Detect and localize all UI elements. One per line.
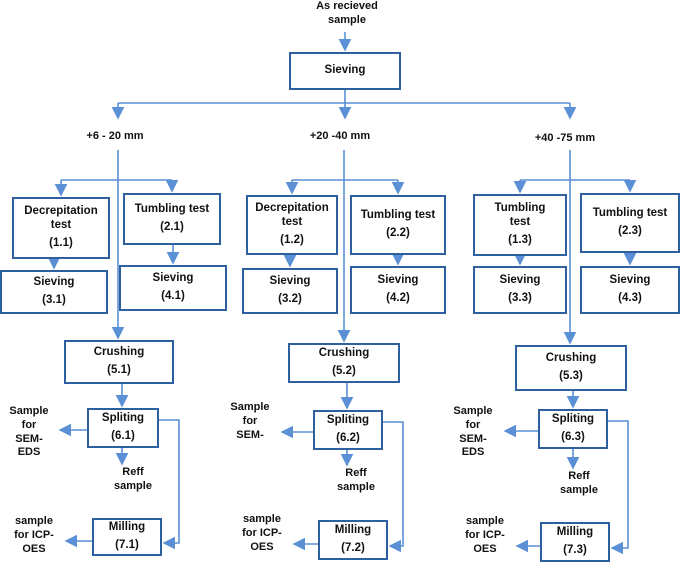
spliting-box-2-title: Spliting xyxy=(326,414,370,427)
sieving-a-box-3-code: (3.3) xyxy=(508,292,532,304)
tumbling-box-3-code: (2.3) xyxy=(618,225,642,237)
sieving-a-box-1: Sieving (3.1) xyxy=(0,270,108,314)
sieving-main-box: Sieving xyxy=(289,52,401,90)
decrepitation-box-1-code: (1.1) xyxy=(49,236,73,249)
reff-sample-label-2: Reff sample xyxy=(337,467,375,493)
decrepitation-box-3: Tumbling test (1.3) xyxy=(473,194,567,256)
sieving-b-box-3-title: Sieving xyxy=(609,274,651,287)
decrepitation-box-1: Decrepitation test (1.1) xyxy=(12,197,110,259)
decrepitation-box-2-code: (1.2) xyxy=(280,233,304,246)
milling-box-3-title: Milling xyxy=(556,526,594,539)
sieving-a-box-2-title: Sieving xyxy=(269,275,311,288)
sieving-main-title: Sieving xyxy=(324,64,366,77)
decrepitation-box-3-code: (1.3) xyxy=(508,233,532,246)
reff-sample-label-1: Reff sample xyxy=(114,466,152,492)
decrepitation-box-3-title: Tumbling test xyxy=(494,202,546,229)
sem-sample-label-3: Sample for SEM- EDS xyxy=(453,405,493,459)
crushing-box-1: Crushing (5.1) xyxy=(64,340,174,384)
tumbling-box-1-code: (2.1) xyxy=(160,221,184,233)
icp-sample-label-2: sample for ICP- OES xyxy=(242,513,282,553)
fraction-range-label-2: +20 -40 mm xyxy=(309,130,371,142)
tumbling-box-3-title: Tumbling test xyxy=(592,207,668,220)
milling-box-2-title: Milling xyxy=(334,524,372,537)
start-label: As recieved sample xyxy=(316,0,378,26)
milling-box-3-code: (7.3) xyxy=(563,544,587,556)
sem-sample-label-1: Sample for SEM- EDS xyxy=(9,405,49,459)
connector-26 xyxy=(383,421,404,553)
sieving-a-box-3-title: Sieving xyxy=(499,274,541,287)
connector-37 xyxy=(608,420,629,555)
tumbling-box-2-title: Tumbling test xyxy=(360,209,436,222)
tumbling-box-1-title: Tumbling test xyxy=(134,203,210,216)
sieving-b-box-2-code: (4.2) xyxy=(386,292,410,304)
spliting-box-2: Spliting (6.2) xyxy=(313,410,383,450)
decrepitation-box-2-title: Decrepitation test xyxy=(255,202,329,229)
crushing-box-3-title: Crushing xyxy=(545,352,597,365)
sieving-b-box-1-code: (4.1) xyxy=(161,290,185,302)
spliting-box-2-code: (6.2) xyxy=(336,432,360,444)
crushing-box-1-title: Crushing xyxy=(93,346,145,359)
crushing-box-3-code: (5.3) xyxy=(559,370,583,382)
icp-sample-label-1: sample for ICP- OES xyxy=(14,515,54,555)
tumbling-box-3: Tumbling test (2.3) xyxy=(580,193,680,253)
sieving-a-box-1-code: (3.1) xyxy=(42,294,66,306)
sieving-b-box-3: Sieving (4.3) xyxy=(580,266,680,314)
spliting-box-3-code: (6.3) xyxy=(561,431,585,443)
spliting-box-3: Spliting (6.3) xyxy=(538,409,608,449)
tumbling-box-2: Tumbling test (2.2) xyxy=(350,195,446,255)
spliting-box-3-title: Spliting xyxy=(551,413,595,426)
milling-box-2-code: (7.2) xyxy=(341,542,365,554)
sieving-a-box-3: Sieving (3.3) xyxy=(473,266,567,314)
milling-box-1: Milling (7.1) xyxy=(92,518,162,556)
sieving-b-box-1: Sieving (4.1) xyxy=(119,265,227,311)
sieving-b-box-1-title: Sieving xyxy=(152,272,194,285)
crushing-box-2-code: (5.2) xyxy=(332,365,356,377)
reff-sample-label-3: Reff sample xyxy=(560,470,598,496)
sieving-b-box-3-code: (4.3) xyxy=(618,292,642,304)
tumbling-box-1: Tumbling test (2.1) xyxy=(123,193,221,245)
spliting-box-1-title: Spliting xyxy=(101,412,145,425)
milling-box-1-title: Milling xyxy=(108,521,146,534)
sieving-a-box-2: Sieving (3.2) xyxy=(242,268,338,314)
milling-box-2: Milling (7.2) xyxy=(318,520,388,560)
crushing-box-2: Crushing (5.2) xyxy=(288,343,400,383)
milling-box-3: Milling (7.3) xyxy=(540,522,610,562)
crushing-box-3: Crushing (5.3) xyxy=(515,345,627,391)
sieving-a-box-2-code: (3.2) xyxy=(278,293,302,305)
sem-sample-label-2: Sample for SEM- xyxy=(230,401,270,441)
crushing-box-1-code: (5.1) xyxy=(107,364,131,376)
decrepitation-box-1-title: Decrepitation test xyxy=(24,205,98,232)
fraction-range-label-3: +40 -75 mm xyxy=(534,132,596,144)
sieving-b-box-2: Sieving (4.2) xyxy=(350,266,446,314)
spliting-box-1-code: (6.1) xyxy=(111,430,135,442)
spliting-box-1: Spliting (6.1) xyxy=(87,408,159,448)
connector-15 xyxy=(159,419,180,550)
milling-box-1-code: (7.1) xyxy=(115,539,139,551)
decrepitation-box-2: Decrepitation test (1.2) xyxy=(246,195,338,255)
sieving-a-box-1-title: Sieving xyxy=(33,276,75,289)
tumbling-box-2-code: (2.2) xyxy=(386,227,410,239)
icp-sample-label-3: sample for ICP- OES xyxy=(465,515,505,555)
fraction-range-label-1: +6 - 20 mm xyxy=(86,130,144,142)
sieving-b-box-2-title: Sieving xyxy=(377,274,419,287)
crushing-box-2-title: Crushing xyxy=(318,347,370,360)
